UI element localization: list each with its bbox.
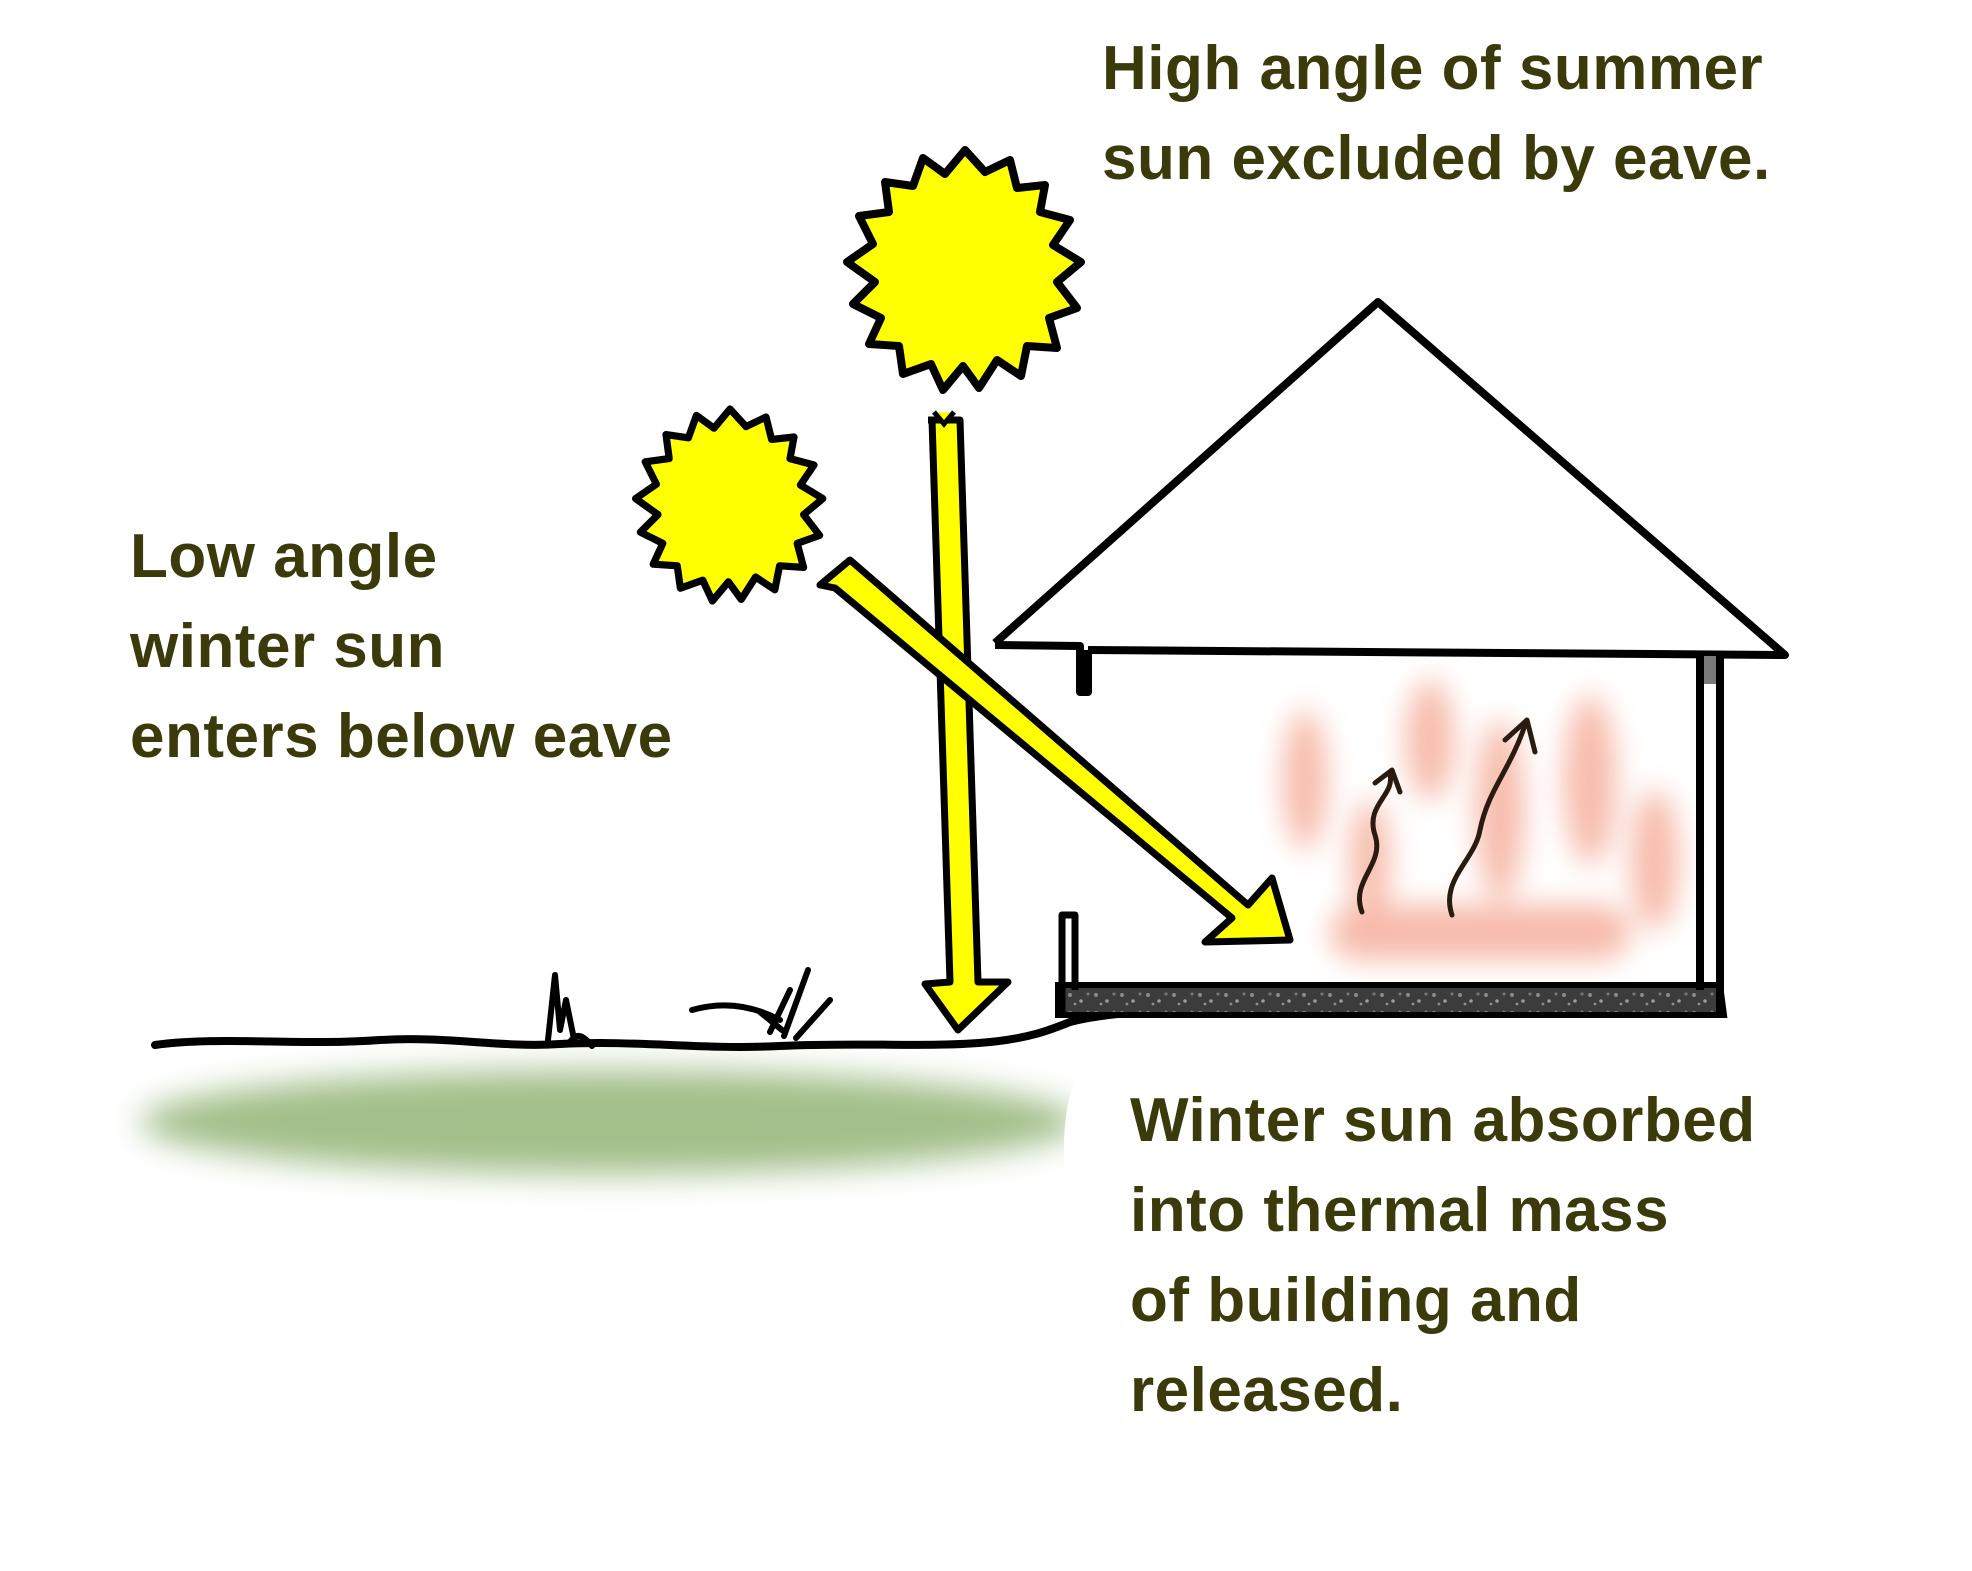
summer-sun-icon: [843, 146, 1085, 394]
wall-left: [1058, 911, 1079, 1015]
ground-shadow: [140, 1070, 1080, 1174]
roof: [992, 298, 1789, 659]
summer-sun-label: High angle of summer sun excluded by eav…: [1102, 24, 1771, 204]
thermal-mass-label: Winter sun absorbed into thermal mass of…: [1130, 1076, 1756, 1436]
summer-sun-ray-arrow: [921, 416, 1012, 1034]
winter-label-line-1: Low angle: [130, 522, 438, 591]
text-backdrop: [1064, 1054, 1190, 1200]
grass-tuft: [689, 967, 833, 1041]
absorbed-label-line-4: released.: [1130, 1356, 1404, 1425]
eave: [994, 641, 1092, 696]
summer-label-line-1: High angle of summer: [1102, 34, 1764, 103]
summer-label-line-2: sun excluded by eave.: [1102, 124, 1771, 193]
wall-cap: [1704, 656, 1716, 684]
wall-right: [1696, 655, 1724, 1015]
absorbed-label-line-1: Winter sun absorbed: [1130, 1086, 1756, 1155]
absorbed-label-line-2: into thermal mass: [1130, 1176, 1670, 1245]
winter-sun-label: Low angle winter sun enters below eave: [130, 512, 673, 782]
ground-line: [151, 1006, 1174, 1051]
summer-ray-start: [932, 410, 956, 428]
winter-label-line-2: winter sun: [130, 612, 446, 681]
grass-tuft: [545, 972, 595, 1049]
winter-label-line-3: enters below eave: [130, 702, 673, 771]
heat-wave-icon: [1357, 717, 1538, 918]
absorbed-label-line-3: of building and: [1130, 1266, 1582, 1335]
winter-sun-icon: [631, 405, 827, 605]
thermal-mass-slab: [1055, 982, 1728, 1018]
winter-sun-ray-arrow: [816, 556, 1294, 946]
